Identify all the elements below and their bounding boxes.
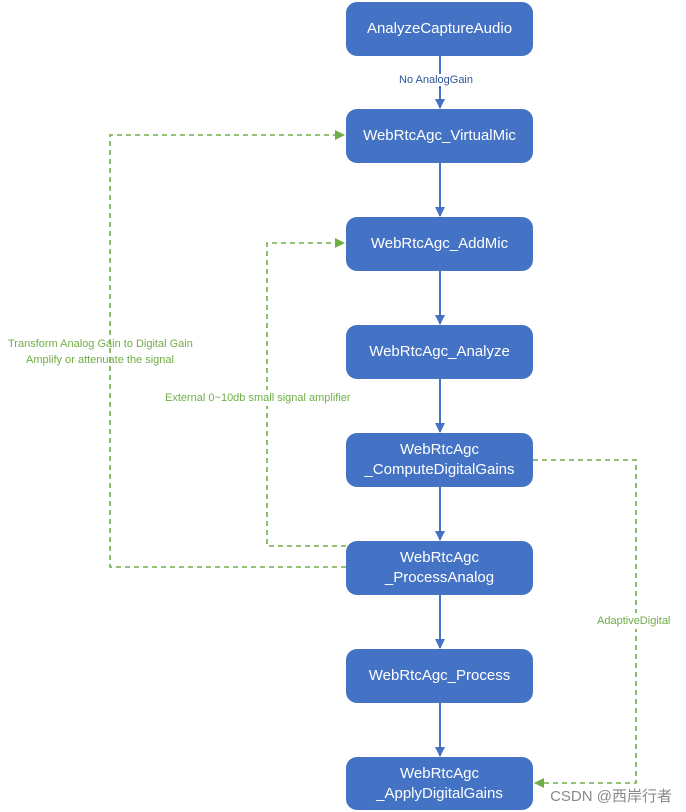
node-text: AnalyzeCaptureAudio <box>366 20 513 37</box>
node-process-analog: WebRtcAgc _ProcessAnalog <box>346 541 533 595</box>
node-analyze-capture-audio: AnalyzeCaptureAudio <box>346 2 533 56</box>
node-text: WebRtcAgc_VirtualMic <box>363 127 516 144</box>
loop-processanalog-to-virtualmic <box>109 130 346 568</box>
edge-label-adaptive-digital: AdaptiveDigital <box>595 613 673 629</box>
node-text-line1: WebRtcAgc <box>400 441 479 458</box>
node-text-line1: WebRtcAgc <box>400 549 479 566</box>
node-apply-digital-gains: WebRtcAgc _ApplyDigitalGains <box>346 757 533 810</box>
node-text-line2: _ComputeDigitalGains <box>364 461 515 478</box>
edge-label-transform-line1: Transform Analog Gain to Digital Gain <box>8 338 193 350</box>
loop-processanalog-to-addmic <box>266 238 346 547</box>
watermark: CSDN @西岸行者 <box>550 788 672 805</box>
node-text: WebRtcAgc_Analyze <box>369 343 510 360</box>
node-text: WebRtcAgc_AddMic <box>370 235 509 252</box>
node-virtual-mic: WebRtcAgc_VirtualMic <box>346 109 533 163</box>
node-analyze: WebRtcAgc_Analyze <box>346 325 533 379</box>
edge-label-transform-line2: Amplify or attenuate the signal <box>26 354 174 366</box>
node-text-line2: _ProcessAnalog <box>384 569 495 586</box>
edge-label-no-analog-gain: No AnalogGain <box>396 74 476 86</box>
node-text-line1: WebRtcAgc <box>400 764 479 782</box>
node-text: WebRtcAgc_Process <box>368 667 511 684</box>
node-text-line2: _ApplyDigitalGains <box>376 784 503 802</box>
node-compute-digital-gains: WebRtcAgc _ComputeDigitalGains <box>346 433 533 487</box>
node-process: WebRtcAgc_Process <box>346 649 533 703</box>
node-add-mic: WebRtcAgc_AddMic <box>346 217 533 271</box>
edge-label-external-amp: External 0~10db small signal amplifier <box>164 390 352 406</box>
